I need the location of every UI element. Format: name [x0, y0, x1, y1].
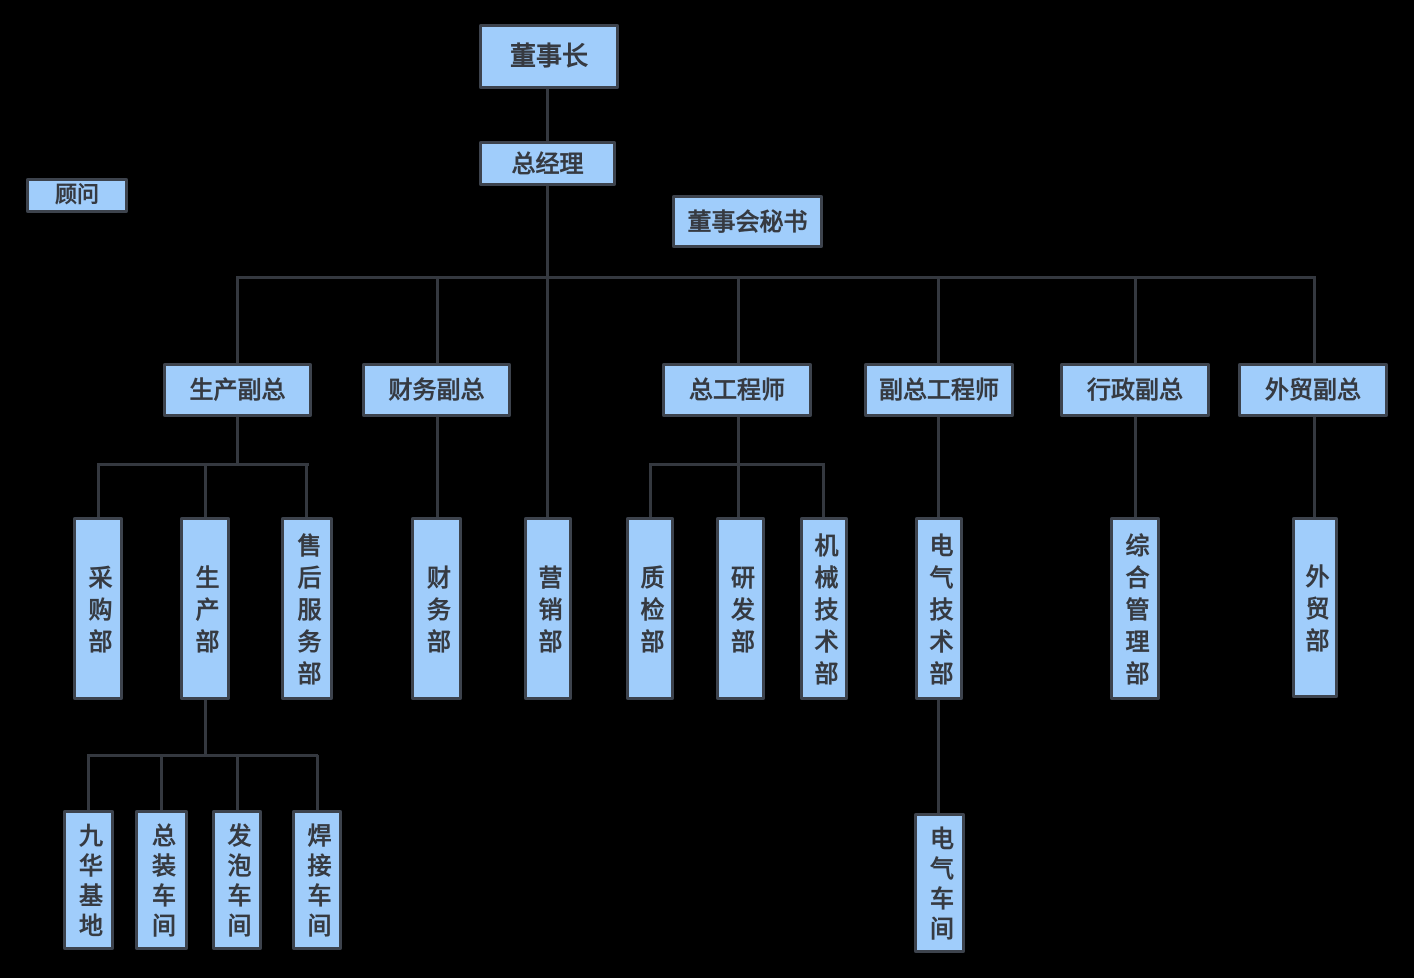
- connector-chief-engineer-rnd: [737, 417, 740, 517]
- connector-drop-welding-workshop: [316, 755, 319, 810]
- node-quality: 质检部: [626, 517, 674, 700]
- node-general-management-label: 综合管理部: [1121, 532, 1149, 693]
- connector-vp-production-bus: [97, 463, 309, 466]
- connector-drop-chief-engineer: [737, 277, 740, 363]
- node-production-label: 生产部: [191, 564, 219, 661]
- connector-drop-vp-finance: [436, 277, 439, 363]
- connector-drop-jiuhua-base: [87, 755, 90, 810]
- connector-electrical-tech-workshop: [937, 700, 940, 813]
- node-foreign-trade-label: 外贸部: [1301, 563, 1329, 660]
- node-general-manager: 总经理: [479, 141, 616, 186]
- connector-production-bus: [87, 754, 318, 757]
- node-vp-production: 生产副总: [163, 363, 312, 417]
- node-welding-workshop-label: 焊接车间: [303, 823, 331, 943]
- node-welding-workshop: 焊接车间: [292, 810, 342, 950]
- connector-production-stem: [204, 700, 207, 757]
- node-after-sales: 售后服务部: [281, 517, 333, 700]
- node-chief-engineer-label: 总工程师: [689, 376, 785, 404]
- node-marketing: 营销部: [524, 517, 572, 700]
- node-advisor-label: 顾问: [54, 182, 99, 208]
- node-vp-foreign-trade-label: 外贸副总: [1265, 376, 1361, 404]
- node-vp-production-label: 生产副总: [189, 376, 286, 404]
- connector-vp-finance-finance: [436, 417, 439, 517]
- node-after-sales-label: 售后服务部: [293, 532, 321, 693]
- node-vp-admin: 行政副总: [1060, 363, 1210, 417]
- connector-drop-after-sales: [305, 464, 308, 517]
- node-chairman-label: 董事长: [509, 41, 588, 72]
- node-quality-label: 质检部: [636, 564, 664, 661]
- connector-drop-assembly-workshop: [160, 755, 163, 810]
- node-deputy-chief-engineer: 副总工程师: [864, 363, 1014, 417]
- node-vp-admin-label: 行政副总: [1087, 376, 1183, 404]
- node-production: 生产部: [180, 517, 230, 700]
- connector-gm-marketing-trunk: [546, 186, 549, 517]
- node-vp-finance: 财务副总: [362, 363, 511, 417]
- node-general-management: 综合管理部: [1110, 517, 1160, 700]
- connector-drop-production: [204, 464, 207, 517]
- node-electrical-tech-label: 电气技术部: [925, 532, 953, 693]
- connector-deputy-electrical-tech: [937, 417, 940, 517]
- node-chairman: 董事长: [479, 24, 619, 89]
- node-chief-engineer: 总工程师: [662, 363, 812, 417]
- node-electrical-workshop-label: 电气车间: [925, 826, 954, 946]
- connector-vp-production-stem: [236, 417, 239, 466]
- node-mechanical-tech: 机械技术部: [800, 517, 848, 700]
- node-marketing-label: 营销部: [534, 564, 562, 661]
- connector-drop-vp-admin: [1134, 277, 1137, 363]
- connector-drop-quality: [649, 464, 652, 517]
- node-vp-finance-label: 财务副总: [388, 376, 485, 404]
- node-mechanical-tech-label: 机械技术部: [810, 532, 838, 693]
- node-finance: 财务部: [411, 517, 462, 700]
- node-foreign-trade: 外贸部: [1292, 517, 1338, 698]
- connector-drop-mechanical-tech: [822, 464, 825, 517]
- node-electrical-tech: 电气技术部: [915, 517, 963, 700]
- node-jiuhua-base-label: 九华基地: [74, 823, 103, 943]
- node-foaming-workshop-label: 发泡车间: [223, 823, 251, 943]
- node-rnd: 研发部: [716, 517, 765, 700]
- node-electrical-workshop: 电气车间: [914, 813, 965, 953]
- connector-chief-engineer-bus: [649, 463, 825, 466]
- node-general-manager-label: 总经理: [511, 149, 584, 178]
- node-rnd-label: 研发部: [726, 564, 755, 661]
- node-jiuhua-base: 九华基地: [63, 810, 114, 950]
- connector-drop-vp-production: [236, 277, 239, 363]
- node-purchasing: 采购部: [73, 517, 123, 700]
- connector-drop-foaming-workshop: [236, 755, 239, 810]
- node-foaming-workshop: 发泡车间: [212, 810, 262, 950]
- connector-gm-distributor-bus: [236, 276, 1316, 279]
- connector-vp-admin-general-management: [1134, 417, 1137, 517]
- connector-drop-deputy-chief-engineer: [937, 277, 940, 363]
- connector-drop-purchasing: [97, 464, 100, 517]
- connector-vp-foreign-trade-dept: [1313, 417, 1316, 517]
- connector-chairman-gm: [546, 89, 549, 141]
- node-assembly-workshop-label: 总装车间: [147, 823, 176, 943]
- node-assembly-workshop: 总装车间: [135, 810, 188, 950]
- node-finance-label: 财务部: [422, 564, 451, 661]
- connector-drop-vp-foreign-trade: [1313, 277, 1316, 363]
- node-deputy-chief-engineer-label: 副总工程师: [879, 376, 999, 404]
- node-board-secretary: 董事会秘书: [672, 195, 823, 248]
- node-vp-foreign-trade: 外贸副总: [1238, 363, 1388, 417]
- node-advisor: 顾问: [26, 178, 128, 213]
- node-board-secretary-label: 董事会秘书: [687, 207, 808, 236]
- node-purchasing-label: 采购部: [84, 564, 112, 661]
